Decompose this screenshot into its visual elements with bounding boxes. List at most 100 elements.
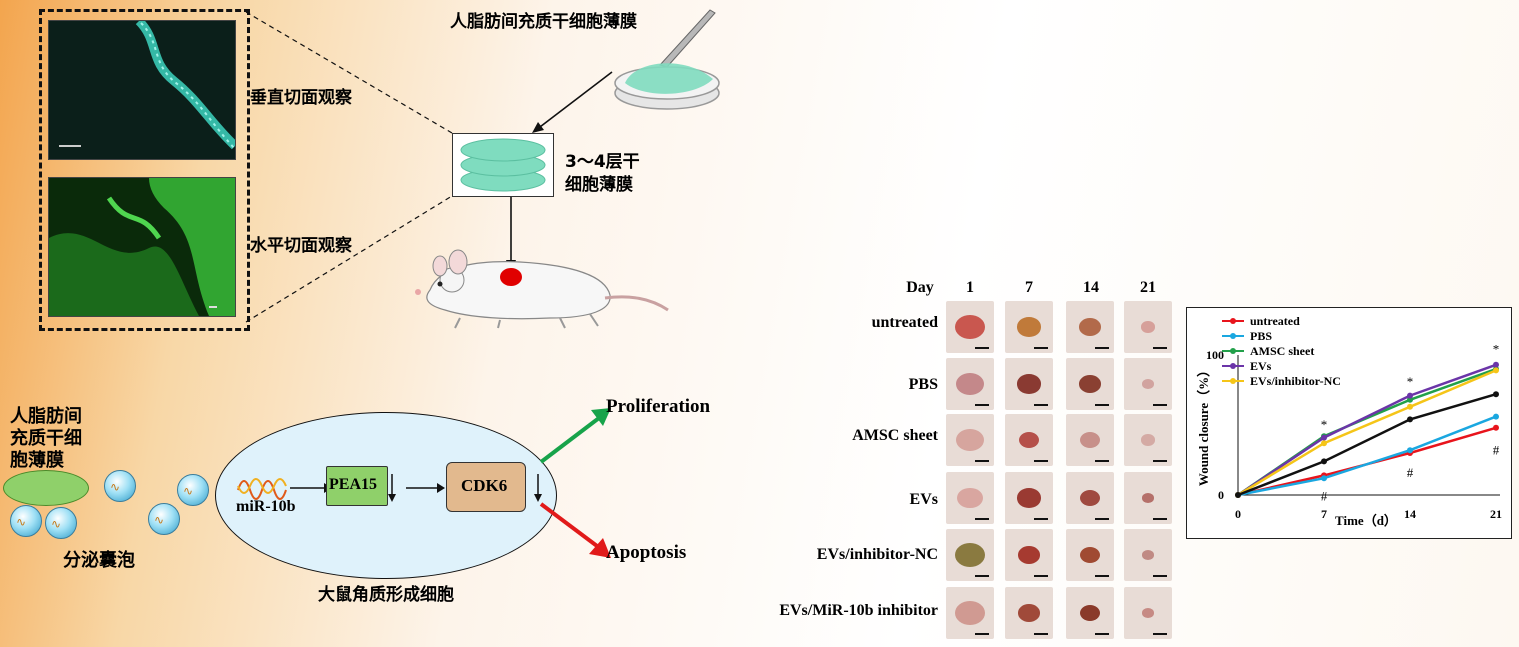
membrane-title: 人脂肪间充质干细胞薄膜 [450,12,637,32]
rat-illustration [415,249,669,329]
scale-bar [1095,633,1109,635]
scale-bar [1153,518,1167,520]
wound-photo [1005,414,1053,466]
top-diagram-lines [245,11,613,323]
pea15-box [326,466,388,506]
wound-area [1079,318,1101,336]
y-axis-label: Wound closure（%） [1196,364,1211,486]
scale-bar [1153,633,1167,635]
layer-stack-box [452,133,554,197]
significance-mark: # [1407,465,1414,480]
scale-bar [1095,347,1109,349]
cdk6-label: CDK6 [461,476,508,495]
wound-photo [1066,414,1114,466]
wound-area [1019,432,1039,448]
scale-bar [1034,404,1048,406]
wound-photo [1005,358,1053,410]
series-line [1237,363,1497,497]
data-point [1407,396,1413,403]
wound-photo [946,301,994,353]
scale-bar [1034,575,1048,577]
scale-bar [975,460,989,462]
vertical-section-label: 垂直切面观察 [250,88,352,108]
pea15-label: PEA15 [329,476,377,493]
wound-area [1080,605,1100,621]
scale-bar [975,347,989,349]
wound-photo [946,587,994,639]
wound-photo [1124,529,1172,581]
row-label: EVs [909,491,938,508]
vesicle-icon: ∿ [45,507,77,539]
vesicle-icon: ∿ [148,503,180,535]
x-tick-label: 21 [1490,507,1502,521]
x-tick-label: 14 [1404,507,1416,521]
scale-bar [1153,460,1167,462]
wound-area [1080,490,1100,506]
y-tick-label: 100 [1206,348,1224,362]
wound-photo [1066,358,1114,410]
scale-bar [975,575,989,577]
layers-label-2: 细胞薄膜 [565,175,633,195]
legend-marker [1230,363,1236,369]
wound-area [1017,317,1041,337]
petri-dish-icon [614,9,720,110]
vertical-section-image [48,17,239,160]
scale-bar [1153,404,1167,406]
wound-photo [1005,301,1053,353]
wound-area [955,543,985,567]
data-point [1407,447,1413,454]
wound-photo [1124,414,1172,466]
microscopy-frame [39,9,250,331]
series-line [1237,369,1497,497]
vesicle-label: 分泌囊泡 [63,550,135,571]
data-point [1321,458,1327,465]
wound-area [1141,321,1155,333]
source-label-1: 人脂肪间 [10,406,82,427]
vertical-section-svg [59,17,239,150]
y-tick-label: 0 [1218,488,1224,502]
data-point [1321,475,1327,482]
scale-bar [1095,575,1109,577]
data-point [1493,413,1499,420]
horizontal-section-svg [49,178,235,316]
legend-entry: EVs/inhibitor-NC [1250,374,1341,388]
wound-photo [946,414,994,466]
wound-photo [946,529,994,581]
scale-bar [975,518,989,520]
wound-photo [1124,301,1172,353]
row-label: EVs/inhibitor-NC [816,546,938,563]
wound-photo [1066,301,1114,353]
data-point [1407,392,1413,399]
wound-area [1018,546,1040,564]
wound-area [1017,374,1041,394]
significance-mark: * [1321,417,1328,432]
wound-photo [1066,587,1114,639]
x-tick-label: 7 [1321,507,1327,521]
data-point [1321,440,1327,447]
significance-mark: # [1321,489,1328,504]
row-label: untreated [871,314,938,331]
data-point [1407,416,1413,423]
wound-area [1018,604,1040,622]
wound-area [955,601,985,625]
layer-stack-svg [460,138,546,192]
legend-entry: PBS [1250,329,1272,343]
chart-frame [1186,307,1512,539]
data-point [1321,434,1327,441]
data-point [1493,391,1499,398]
scale-bar [1095,460,1109,462]
mirna-label: miR-10b [236,498,296,515]
vesicle-icon: ∿ [104,470,136,502]
wound-photo [1005,587,1053,639]
significance-mark: # [1493,442,1500,457]
apoptosis-label: Apoptosis [606,542,687,563]
source-label-3: 胞薄膜 [10,450,64,471]
wound-area [1142,379,1154,389]
data-point [1493,424,1499,431]
scale-bar [1034,518,1048,520]
wound-photo [1124,358,1172,410]
vesicle-icon: ∿ [10,505,42,537]
series-line [1237,415,1497,497]
cell-label: 大鼠角质形成细胞 [318,585,454,605]
